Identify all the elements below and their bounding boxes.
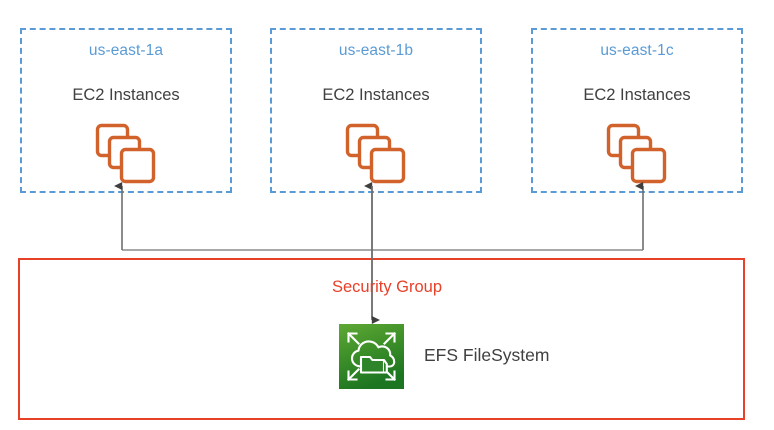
- az-title-us-east-1c: us-east-1c: [600, 42, 674, 59]
- az-title-us-east-1b: us-east-1b: [338, 42, 414, 59]
- efs-filesystem-label: EFS FileSystem: [424, 345, 550, 365]
- availability-zone-us-east-1c: us-east-1c EC2 Instances: [531, 28, 743, 193]
- availability-zone-us-east-1a: us-east-1a EC2 Instances: [20, 28, 232, 193]
- az-title-us-east-1a: us-east-1a: [88, 42, 164, 59]
- security-group-boundary: [18, 258, 745, 420]
- security-group-label: Security Group: [331, 278, 443, 296]
- efs-filesystem-icon: [339, 324, 404, 389]
- ec2-instances-icon: [94, 122, 158, 186]
- az-resource-label-us-east-1b: EC2 Instances: [322, 86, 430, 104]
- az-resource-label-us-east-1a: EC2 Instances: [72, 86, 180, 104]
- ec2-instances-icon: [605, 122, 669, 186]
- ec2-instances-icon: [344, 122, 408, 186]
- availability-zone-us-east-1b: us-east-1b EC2 Instances: [270, 28, 482, 193]
- az-resource-label-us-east-1c: EC2 Instances: [583, 86, 691, 104]
